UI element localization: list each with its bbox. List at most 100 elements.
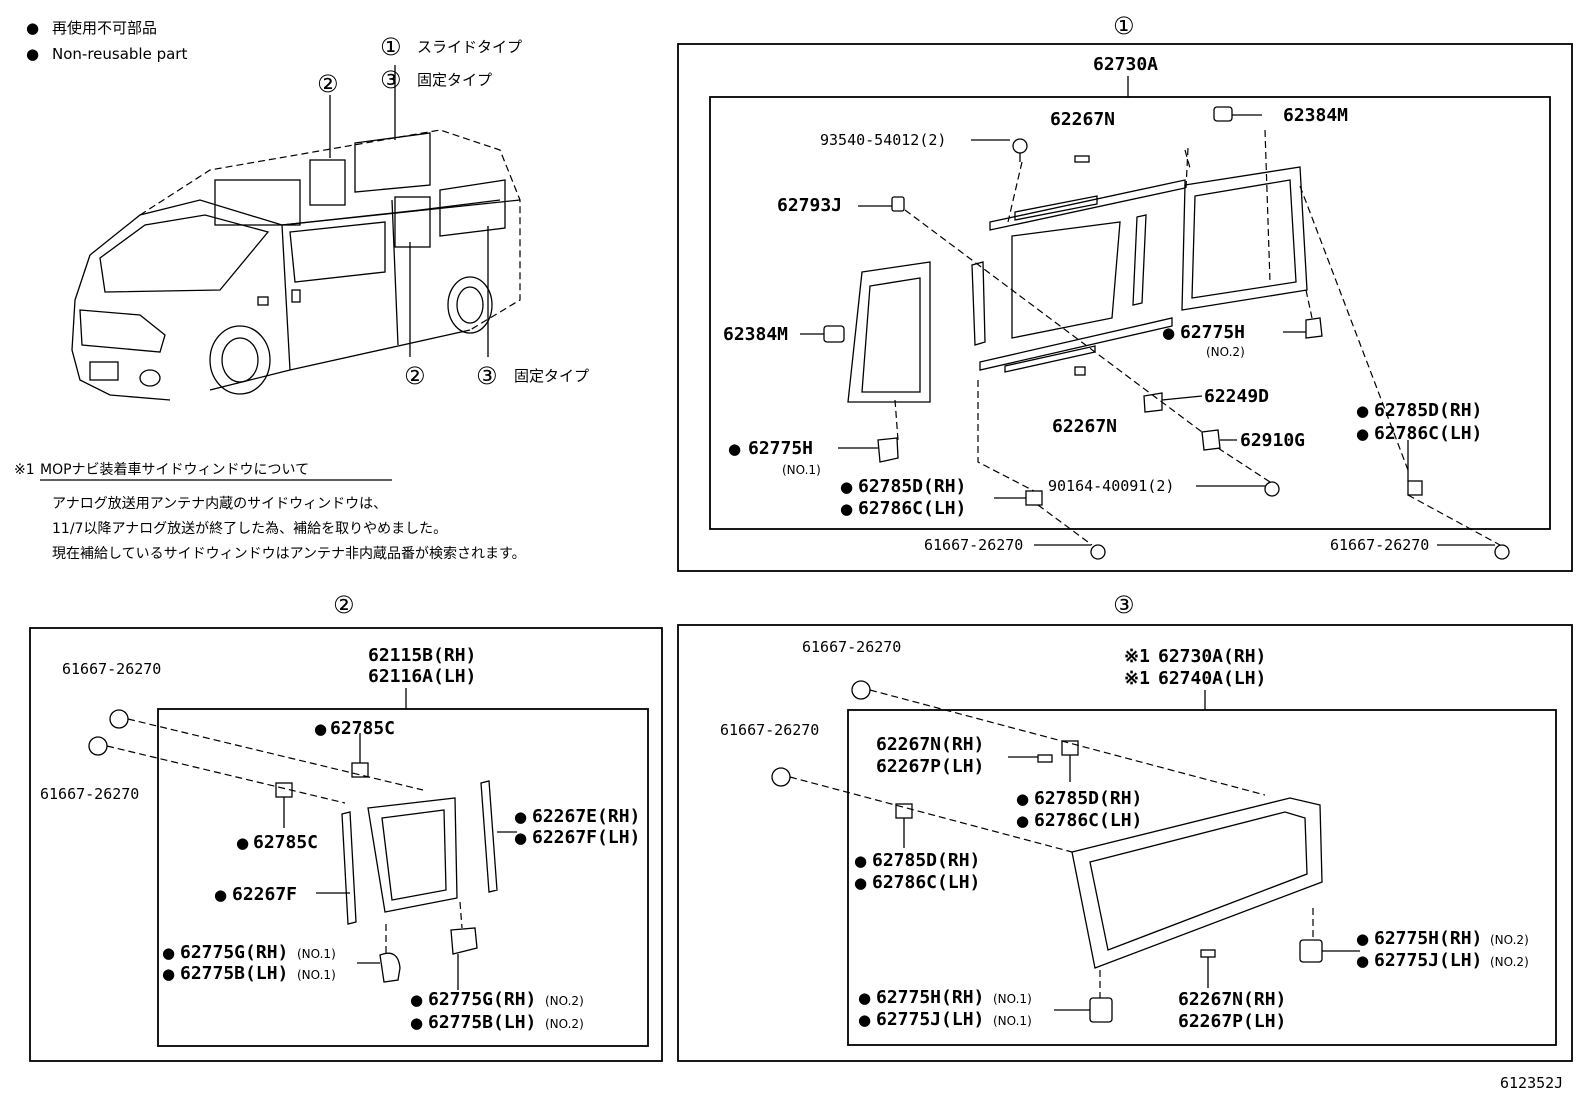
p3-62785D-b: 62785D(RH) bbox=[872, 850, 980, 871]
p3-62785D-a: 62785D(RH) bbox=[1034, 788, 1142, 809]
p1-61667-b: 61667-26270 bbox=[1330, 536, 1429, 554]
p1-62786C-mid: 62786C(LH) bbox=[858, 498, 966, 519]
p2-62775G-2: 62775G(RH) bbox=[428, 989, 536, 1010]
p3-62267P-b: 62267P(LH) bbox=[1178, 1011, 1286, 1032]
slide-type-label: スライドタイプ bbox=[417, 38, 522, 56]
p1-62786C-right: 62786C(LH) bbox=[1374, 423, 1482, 444]
p2-glass bbox=[367, 797, 458, 913]
p3-glass bbox=[1071, 797, 1323, 969]
p2-62775B-2: 62775B(LH) bbox=[428, 1012, 536, 1033]
p1-bullet-62786C-right: ● bbox=[1356, 425, 1369, 443]
note-title: MOPナビ装着車サイドウィンドウについて bbox=[40, 461, 309, 478]
p2-61667-a: 61667-26270 bbox=[62, 660, 161, 678]
p2-62785C-b: 62785C bbox=[253, 832, 318, 853]
note-line-1: アナログ放送用アンテナ内蔵のサイドウィンドウは、 bbox=[52, 496, 387, 512]
panel-3-label: ③ bbox=[1113, 591, 1135, 619]
type-labels: ② ① スライドタイプ ③ 固定タイプ ② ③ 固定タイプ bbox=[317, 33, 589, 390]
p2-asm-lh: 62116A(LH) bbox=[368, 666, 476, 687]
p3-62786C-b: 62786C(LH) bbox=[872, 872, 980, 893]
p3-bullet-a: ● bbox=[1016, 790, 1029, 808]
figure-id: 612352J bbox=[1500, 1074, 1563, 1092]
rear-glass bbox=[1181, 166, 1308, 311]
p1-bullet-62785D-mid: ● bbox=[840, 478, 853, 496]
p1-62793J: 62793J bbox=[777, 195, 842, 216]
p2-bullet-b: ● bbox=[236, 834, 249, 852]
legend-jp: 再使用不可部品 bbox=[52, 19, 157, 37]
p2-62775G-1: 62775G(RH) bbox=[180, 942, 288, 963]
p1-62785D-right: 62785D(RH) bbox=[1374, 400, 1482, 421]
p1-62384M-top: 62384M bbox=[1283, 105, 1348, 126]
p3-bullet-e: ● bbox=[1356, 930, 1369, 948]
p2-no1-b: (NO.1) bbox=[297, 968, 336, 982]
p1-no2: (NO.2) bbox=[1206, 345, 1245, 359]
p2-62775B-1: 62775B(LH) bbox=[180, 963, 288, 984]
van-label-1: ① bbox=[380, 33, 402, 61]
note-line-2: 11/7以降アナログ放送が終了した為、補給を取りやめました。 bbox=[52, 521, 447, 537]
p2-bullet-h: ● bbox=[410, 991, 423, 1009]
van-label-2-bottom: ② bbox=[404, 362, 426, 390]
panel-2-label: ② bbox=[333, 591, 355, 619]
p2-bullet-a: ● bbox=[314, 720, 327, 738]
p2-62785C-a: 62785C bbox=[330, 718, 395, 739]
p3-asm-mark-lh: ※1 bbox=[1124, 668, 1150, 689]
p1-bullet-62786C-mid: ● bbox=[840, 500, 853, 518]
fixed-type-label-bottom: 固定タイプ bbox=[514, 367, 589, 385]
p3-62775J-l: 62775J(LH) bbox=[876, 1009, 984, 1030]
p3-62775H-r: 62775H(RH) bbox=[1374, 928, 1482, 949]
p1-93540: 93540-54012(2) bbox=[820, 131, 946, 149]
p2-62267E: 62267E(RH) bbox=[532, 806, 640, 827]
p2-no2-a: (NO.2) bbox=[545, 994, 584, 1008]
p3-asm-rh: 62730A(RH) bbox=[1158, 646, 1266, 667]
p1-62384M-left: 62384M bbox=[723, 324, 788, 345]
p3-62267N-b: 62267N(RH) bbox=[1178, 989, 1286, 1010]
p2-bullet-d: ● bbox=[514, 829, 527, 847]
panel-1-assembly: 62730A bbox=[1093, 54, 1158, 75]
p1-bullet-62785D-right: ● bbox=[1356, 402, 1369, 420]
p3-62267P-lh: 62267P(LH) bbox=[876, 756, 984, 777]
p1-no1: (NO.1) bbox=[782, 463, 821, 477]
van-illustration bbox=[71, 65, 521, 401]
p2-61667-b: 61667-26270 bbox=[40, 785, 139, 803]
front-glass bbox=[847, 261, 931, 403]
p3-bullet-d: ● bbox=[854, 874, 867, 892]
p1-61667-a: 61667-26270 bbox=[924, 536, 1023, 554]
p3-bullet-h: ● bbox=[858, 1011, 871, 1029]
p3-bullet-b: ● bbox=[1016, 812, 1029, 830]
p2-bullet-i: ● bbox=[410, 1014, 423, 1032]
p2-no1-a: (NO.1) bbox=[297, 947, 336, 961]
p3-asm-lh: 62740A(LH) bbox=[1158, 668, 1266, 689]
p3-62267N-rh: 62267N(RH) bbox=[876, 734, 984, 755]
p1-90164: 90164-40091(2) bbox=[1048, 477, 1174, 495]
p3-no2-a: (NO.2) bbox=[1490, 933, 1529, 947]
p3-bullet-c: ● bbox=[854, 852, 867, 870]
p2-bullet-g: ● bbox=[162, 965, 175, 983]
p3-asm-mark-rh: ※1 bbox=[1124, 646, 1150, 667]
p1-bullet-62775H-right: ● bbox=[1162, 324, 1175, 342]
p3-62775J-r: 62775J(LH) bbox=[1374, 950, 1482, 971]
van-label-3-bottom: ③ bbox=[476, 362, 498, 390]
p1-62785D-mid: 62785D(RH) bbox=[858, 476, 966, 497]
note-mark: ※1 bbox=[14, 462, 35, 478]
p2-asm-rh: 62115B(RH) bbox=[368, 645, 476, 666]
p3-no1-a: (NO.1) bbox=[993, 992, 1032, 1006]
p3-62786C-a: 62786C(LH) bbox=[1034, 810, 1142, 831]
p3-62775H-l: 62775H(RH) bbox=[876, 987, 984, 1008]
note-line-3: 現在補給しているサイドウィンドウはアンテナ非内蔵品番が検索されます。 bbox=[52, 545, 526, 562]
p2-bullet-f: ● bbox=[162, 944, 175, 962]
legend-en: Non-reusable part bbox=[52, 45, 187, 63]
p3-61667-b: 61667-26270 bbox=[720, 721, 819, 739]
legend-bullet-1: ● bbox=[26, 19, 39, 37]
panel-3-fixed-large-window: ③ ※1 62730A(RH) ※1 62740A(LH) 61667 bbox=[677, 591, 1573, 1062]
p1-62775H-right: 62775H bbox=[1180, 322, 1245, 343]
supply-note: ※1 MOPナビ装着車サイドウィンドウについて アナログ放送用アンテナ内蔵のサイ… bbox=[14, 461, 526, 562]
van-label-3-top: ③ bbox=[380, 66, 402, 94]
p1-bullet-62775H-left: ● bbox=[728, 440, 741, 458]
panel-1-slide-window: ① 62730A bbox=[677, 12, 1573, 572]
p2-bullet-e: ● bbox=[214, 886, 227, 904]
p3-no1-b: (NO.1) bbox=[993, 1014, 1032, 1028]
legend: ● 再使用不可部品 ● Non-reusable part bbox=[26, 19, 187, 63]
p3-bullet-f: ● bbox=[1356, 952, 1369, 970]
sliding-glass bbox=[1011, 221, 1121, 339]
panel-2-fixed-small-window: ② 62115B(RH) 62116A(LH) 61667-26270 616 bbox=[29, 591, 663, 1062]
